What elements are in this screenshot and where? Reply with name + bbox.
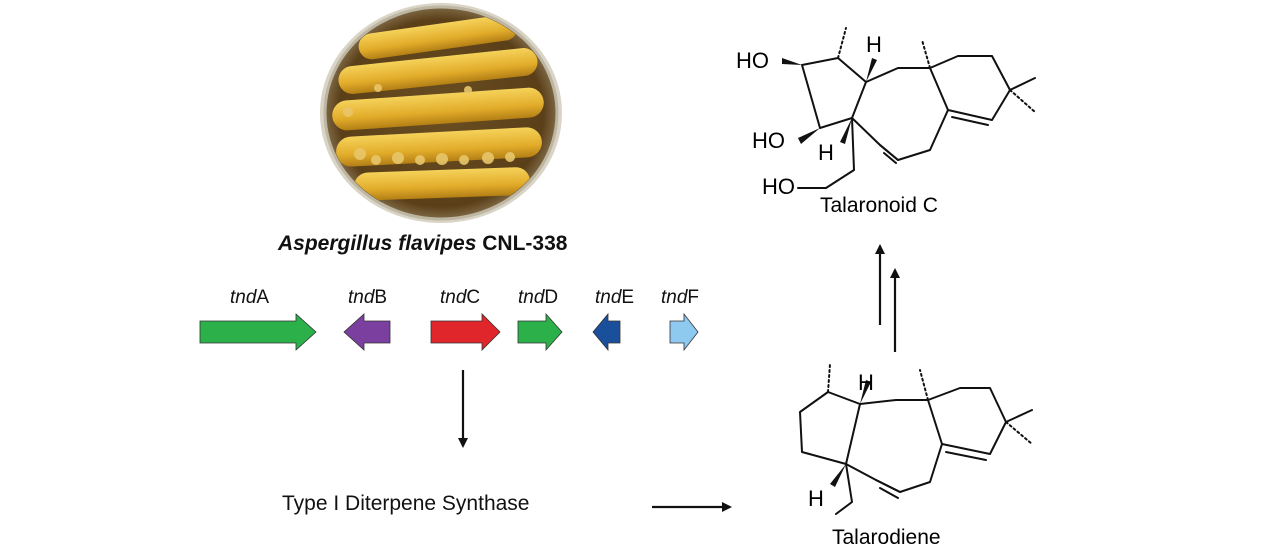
talarodiene-structure: H H Talarodiene [799, 363, 1033, 544]
petri-dish-photo [320, 3, 562, 223]
gene-suffix: C [466, 287, 481, 308]
wedge-ho1 [782, 58, 802, 65]
gene-label-tndE: tndE [595, 287, 634, 309]
gene-prefix: tnd [518, 287, 545, 308]
wedge-h-top [866, 58, 877, 82]
atom-h-3: H [858, 370, 874, 395]
organism-caption: Aspergillus flavipes CNL-338 [278, 232, 567, 256]
gene-label-tndA: tndA [230, 287, 269, 309]
organism-name: Aspergillus flavipes [278, 232, 477, 255]
wedge-ho2 [798, 128, 820, 144]
gene-label-tndF: tndF [661, 287, 699, 309]
atom-h-1: H [866, 32, 882, 57]
talaronoid-c-structure: HO HO HO H H Talaronoid C [736, 27, 1036, 217]
atom-ho-3: HO [762, 174, 795, 199]
wedge-h-bottom [840, 118, 852, 144]
gene-prefix: tnd [595, 287, 622, 308]
gene-suffix: D [544, 287, 559, 308]
talarodiene-name: Talarodiene [832, 526, 941, 544]
gene-suffix: A [256, 287, 270, 308]
wedge-h-bottom-2 [830, 464, 846, 487]
gene-suffix: F [687, 287, 700, 308]
talaronoid-name: Talaronoid C [820, 194, 938, 217]
atom-h-4: H [808, 486, 824, 511]
gene-arrow-tndA [199, 313, 317, 351]
gene-label-tndC: tndC [440, 287, 480, 309]
gene-prefix: tnd [440, 287, 467, 308]
atom-ho-1: HO [736, 48, 769, 73]
gene-arrow-tndC [430, 313, 501, 351]
atom-h-2: H [818, 140, 834, 165]
gene-prefix: tnd [661, 287, 688, 308]
gene-label-tndB: tndB [348, 287, 387, 309]
gene-prefix: tnd [230, 287, 257, 308]
atom-ho-2: HO [752, 128, 785, 153]
gene-suffix: E [621, 287, 635, 308]
wedge-h-top-2 [860, 380, 871, 404]
gene-arrow-tndE [592, 312, 621, 352]
gene-suffix: B [374, 287, 388, 308]
gene-cluster-arrows [199, 312, 699, 352]
gene-arrow-tndB [343, 313, 391, 351]
organism-strain: CNL-338 [482, 232, 568, 255]
gene-arrow-tndF [669, 312, 699, 352]
gene-prefix: tnd [348, 287, 375, 308]
gene-arrow-tndD [517, 312, 563, 352]
gene-label-tndD: tndD [518, 287, 558, 309]
enzyme-label: Type I Diterpene Synthase [282, 492, 530, 515]
